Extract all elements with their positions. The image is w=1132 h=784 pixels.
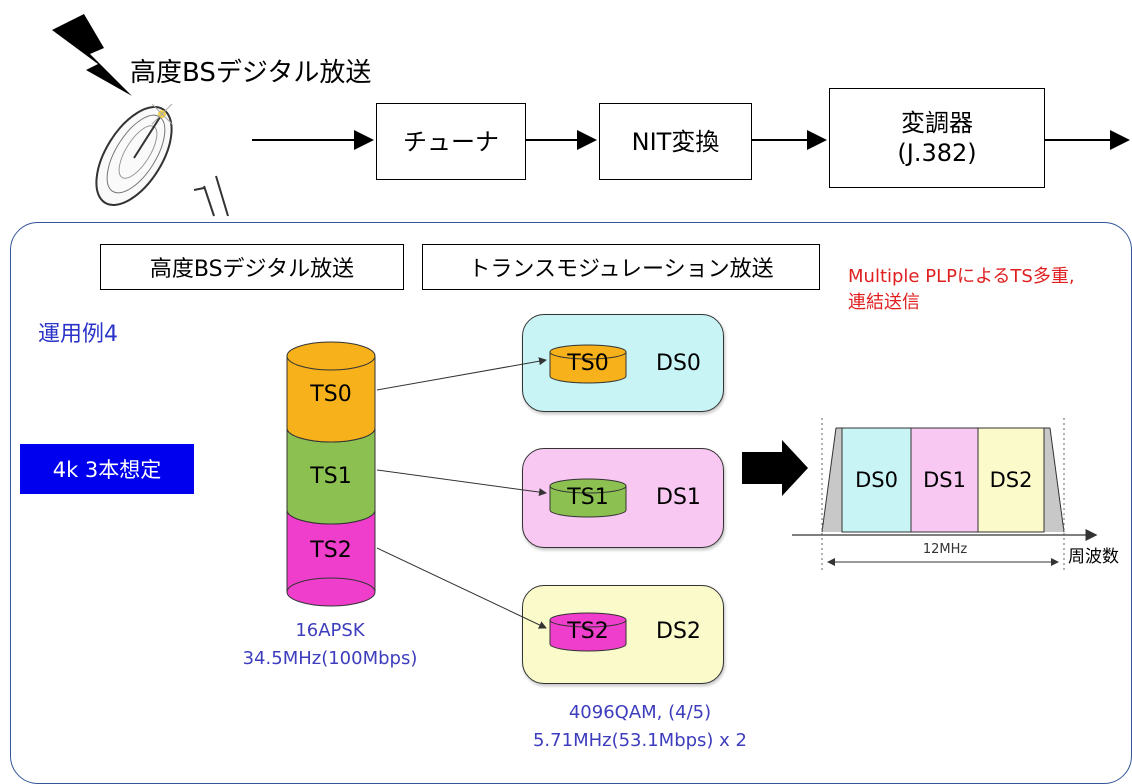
ds-connections	[376, 344, 1098, 652]
arrow-ts0-to-ds0	[376, 357, 547, 391]
tuner-label: チューナ	[403, 127, 499, 156]
example-title: 運用例4	[38, 322, 118, 347]
output-rate: 5.71MHz(53.1Mbps) x 2	[532, 730, 748, 751]
big-right-arrow-icon	[742, 440, 808, 496]
modulator-sublabel: (J.382)	[897, 139, 977, 167]
output-modulation: 4096QAM, (4/5)	[568, 702, 712, 723]
spectrum-ds0	[841, 427, 912, 533]
nit-conversion-box: NIT変換	[599, 103, 752, 180]
modulator-label: 変調器	[901, 109, 973, 137]
broadcast-title: 高度BSデジタル放送	[130, 58, 372, 88]
nit-label: NIT変換	[631, 127, 720, 156]
ts-stack	[286, 341, 376, 607]
bandwidth-label: 12MHz	[922, 542, 968, 557]
ts-stack-labels: TS0 TS1 TS2	[285, 340, 377, 612]
tab-transmodulation-label: トランスモジュレーション放送	[468, 257, 774, 282]
ds2-ts-label: TS2	[567, 619, 609, 644]
spectrum-right-slope	[1044, 428, 1064, 532]
spectrum-left-slope	[822, 428, 842, 532]
note-line2: 連結送信	[848, 292, 920, 313]
tab-advanced-bs: 高度BSデジタル放送	[100, 244, 404, 290]
ds0-ts-label: TS0	[567, 351, 609, 376]
ds2-label: DS2	[656, 619, 701, 644]
assumption-badge: 4k 3本想定	[20, 444, 194, 494]
tuner-box: チューナ	[376, 103, 526, 180]
spectrum-ds0-label: DS0	[855, 468, 898, 492]
pipeline-arrows	[252, 130, 1130, 150]
frequency-axis-label: 周波数	[1068, 547, 1119, 567]
modulator-box: 変調器 (J.382)	[829, 88, 1045, 188]
source-rate: 34.5MHz(100Mbps)	[242, 648, 418, 669]
ds1-cylinder	[549, 478, 627, 518]
tab-transmodulation: トランスモジュレーション放送	[422, 244, 820, 290]
ds0-label: DS0	[656, 351, 701, 376]
spectrum-diagram	[792, 418, 1098, 570]
arrow-ts1-to-ds1	[376, 469, 547, 497]
ts1-label: TS1	[310, 464, 352, 489]
ts2-label: TS2	[310, 538, 352, 563]
ds1-label: DS1	[656, 485, 701, 510]
spectrum-ds1-label: DS1	[923, 468, 966, 492]
spectrum-ds2	[977, 427, 1045, 533]
ds0-cylinder	[549, 344, 627, 384]
source-modulation: 16APSK	[295, 620, 365, 641]
lightning-bolt-icon	[52, 14, 132, 96]
spectrum-ds2-label: DS2	[989, 468, 1033, 492]
ds2-cylinder	[549, 612, 627, 652]
arrow-ts2-to-ds2	[376, 547, 547, 629]
assumption-badge-label: 4k 3本想定	[52, 458, 162, 482]
spectrum-ds1	[910, 427, 979, 533]
ts0-label: TS0	[310, 382, 352, 407]
note-line1: Multiple PLPによるTS多重,	[848, 266, 1075, 287]
tab-advanced-bs-label: 高度BSデジタル放送	[149, 257, 355, 282]
satellite-dish-icon	[52, 14, 229, 217]
ds1-ts-label: TS1	[567, 485, 609, 510]
